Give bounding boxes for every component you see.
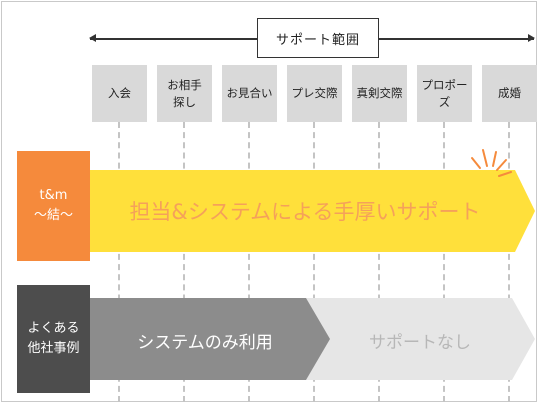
stage-pre-dating: プレ交際 bbox=[287, 65, 342, 122]
row-label-other-text: よくある 他社事例 bbox=[27, 320, 80, 356]
stage-guide-line bbox=[118, 122, 120, 402]
other-none-arrow bbox=[300, 298, 535, 380]
stage-guide-line bbox=[183, 122, 185, 402]
system-only-text: システムのみ利用 bbox=[137, 332, 273, 353]
stage-guide-line bbox=[313, 122, 315, 402]
stage-proposal: プロポーズ bbox=[417, 65, 472, 122]
stage-nyukai: 入会 bbox=[92, 65, 147, 122]
stage-omiai: お見合い bbox=[222, 65, 277, 122]
row-label-tm: t&m ～結～ bbox=[17, 151, 90, 261]
row-label-other: よくある 他社事例 bbox=[17, 285, 90, 393]
stage-guide-line bbox=[378, 122, 380, 402]
stage-serious-dating: 真剣交際 bbox=[352, 65, 407, 122]
other-system-arrow bbox=[90, 298, 330, 380]
no-support-text: サポートなし bbox=[369, 332, 471, 353]
stage-guide-line bbox=[443, 122, 445, 402]
sparkle-icon bbox=[471, 149, 512, 177]
range-arrow-left-icon bbox=[89, 34, 96, 42]
tm-support-arrow bbox=[90, 170, 535, 252]
row-label-tm-text: t&m ～結～ bbox=[33, 187, 73, 223]
stage-guide-line bbox=[508, 122, 510, 402]
tm-support-text: 担当&システムによる手厚いサポート bbox=[129, 200, 481, 224]
stage-guide-line bbox=[248, 122, 250, 402]
support-range-label: サポート範囲 bbox=[257, 18, 379, 58]
range-arrow-right-icon bbox=[528, 34, 535, 42]
stage-partner-search-label: お相手 探し bbox=[167, 77, 202, 109]
stage-marriage: 成婚 bbox=[482, 65, 537, 122]
stage-partner-search: お相手 探し bbox=[157, 65, 212, 122]
